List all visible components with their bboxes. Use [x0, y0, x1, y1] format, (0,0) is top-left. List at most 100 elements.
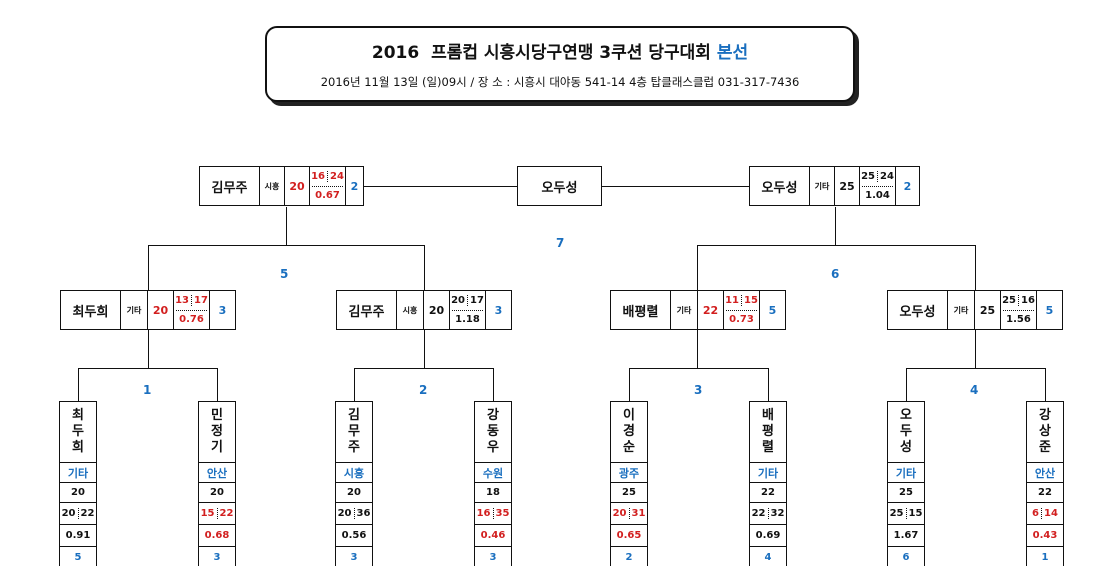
inning-value: 20	[337, 508, 352, 519]
inning-value: 20	[61, 508, 76, 519]
inning-value: 15	[905, 508, 925, 519]
player-rank: 2	[625, 551, 633, 563]
inning-value: 25	[1002, 294, 1016, 306]
player-name: 오두성	[750, 167, 810, 205]
page-title: 2016 프롬컵 시흥시당구연맹 3쿠션 당구대회 본선	[267, 38, 853, 63]
inning-value: 17	[467, 294, 486, 306]
player-name-char: 평	[762, 424, 774, 439]
player-average: 0.65	[611, 525, 647, 547]
inning-value: 16	[311, 170, 325, 182]
player-score: 18	[475, 483, 511, 503]
player-name-char: 성	[900, 440, 912, 455]
connector-line	[78, 368, 79, 401]
connector-line	[697, 330, 698, 368]
player-average: 0.43	[1027, 525, 1063, 547]
inning-value: 14	[1041, 508, 1060, 519]
title-accent: 본선	[716, 43, 749, 63]
inning-value: 22	[751, 508, 766, 519]
player-rank: 1	[1041, 551, 1049, 563]
player-name-char: 김	[348, 408, 360, 423]
connector-line	[602, 186, 749, 187]
connector-line	[697, 245, 975, 246]
player-rank: 5	[74, 551, 82, 563]
player-name-char: 기	[211, 440, 223, 455]
player-rank: 3	[350, 551, 358, 563]
inning-value: 24	[877, 170, 896, 182]
connector-line	[629, 368, 768, 369]
player-name-char: 주	[348, 440, 360, 455]
player-average: 0.68	[199, 525, 235, 547]
inning-value: 6	[1032, 508, 1040, 519]
player-name: 최두희	[61, 291, 121, 329]
match-number: 1	[143, 383, 152, 397]
player-name-char: 두	[72, 424, 84, 439]
player-club: 안산	[1027, 463, 1063, 483]
inning-value: 11	[725, 294, 739, 306]
player-score: 25	[835, 167, 860, 205]
player-club: 시흥	[336, 463, 372, 483]
player-club: 기타	[750, 463, 786, 483]
connector-line	[975, 330, 976, 368]
player-average: 1.67	[888, 525, 924, 547]
player-name-char: 무	[348, 424, 360, 439]
player-average: 0.69	[750, 525, 786, 547]
player-score: 22	[698, 291, 724, 329]
match-number: 3	[694, 383, 703, 397]
connector-line	[768, 368, 769, 401]
connector-line	[975, 245, 976, 290]
connector-line	[286, 207, 287, 245]
player-score: 20	[199, 483, 235, 503]
player-club: 기타	[121, 291, 148, 329]
player-name-char: 동	[487, 424, 499, 439]
player-score: 20	[285, 167, 310, 205]
inning-value: 25	[861, 170, 875, 182]
connector-line	[493, 368, 494, 401]
inning-value: 17	[191, 294, 210, 306]
inning-value: 35	[492, 508, 512, 519]
player-average: 0.73	[729, 314, 754, 326]
player-average: 1.18	[455, 314, 480, 326]
player-score: 25	[975, 291, 1001, 329]
player-club: 기타	[810, 167, 835, 205]
player-rank: 4	[764, 551, 772, 563]
connector-line	[835, 207, 836, 245]
player-name-char: 민	[211, 408, 223, 423]
player-rank: 2	[903, 179, 912, 193]
match-number: 6	[831, 267, 840, 281]
connector-line	[217, 368, 218, 401]
player-name-char: 강	[1039, 408, 1051, 423]
inning-value: 22	[77, 508, 97, 519]
player-score: 20	[336, 483, 372, 503]
connector-line	[364, 186, 517, 187]
match-number: 5	[280, 267, 289, 281]
player-rank: 3	[489, 551, 497, 563]
player-name-char: 순	[623, 440, 635, 455]
inning-value: 32	[767, 508, 787, 519]
inning-value: 13	[175, 294, 189, 306]
inning-value: 20	[451, 294, 465, 306]
inning-value: 31	[628, 508, 648, 519]
player-name-char: 두	[900, 424, 912, 439]
player-score: 22	[1027, 483, 1063, 503]
page-subtitle: 2016년 11월 13일 (일)09시 / 장 소 : 시흥시 대야동 541…	[320, 75, 800, 89]
inning-value: 24	[327, 170, 346, 182]
match-number: 4	[970, 383, 979, 397]
player-score: 22	[750, 483, 786, 503]
